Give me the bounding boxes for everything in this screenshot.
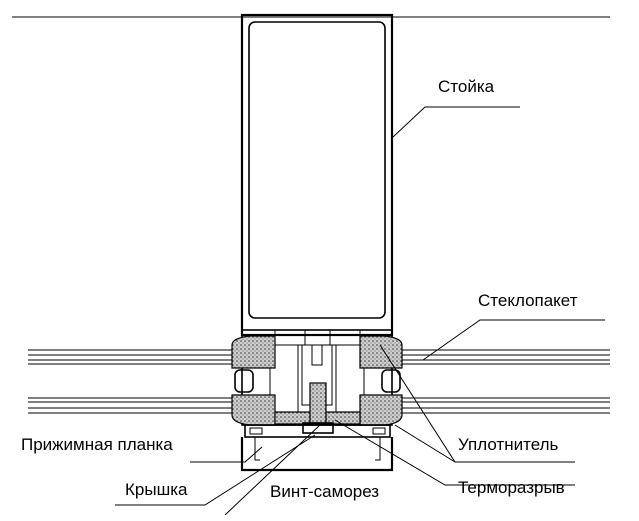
label-vint-samorez: Винт-саморез [270,482,379,501]
label-termorazryv: Терморазрыв [458,478,565,497]
mullion [240,13,394,337]
label-stoyka: Стойка [438,77,495,96]
seal-right [359,335,403,426]
glass-unit-right [395,349,610,414]
glass-unit-left [28,349,240,414]
leader-lines [115,106,605,516]
label-steklopaket: Стеклопакет [478,291,578,310]
pressure-plate [244,424,391,438]
label-kryshka: Крышка [125,480,188,499]
seal-left [231,335,276,426]
self-tapping-screw [302,382,334,434]
label-uplotnitel: Уплотнитель [458,435,559,454]
cover-cap [240,437,394,472]
label-prizhimnaya-planka: Прижимная планка [21,435,173,454]
